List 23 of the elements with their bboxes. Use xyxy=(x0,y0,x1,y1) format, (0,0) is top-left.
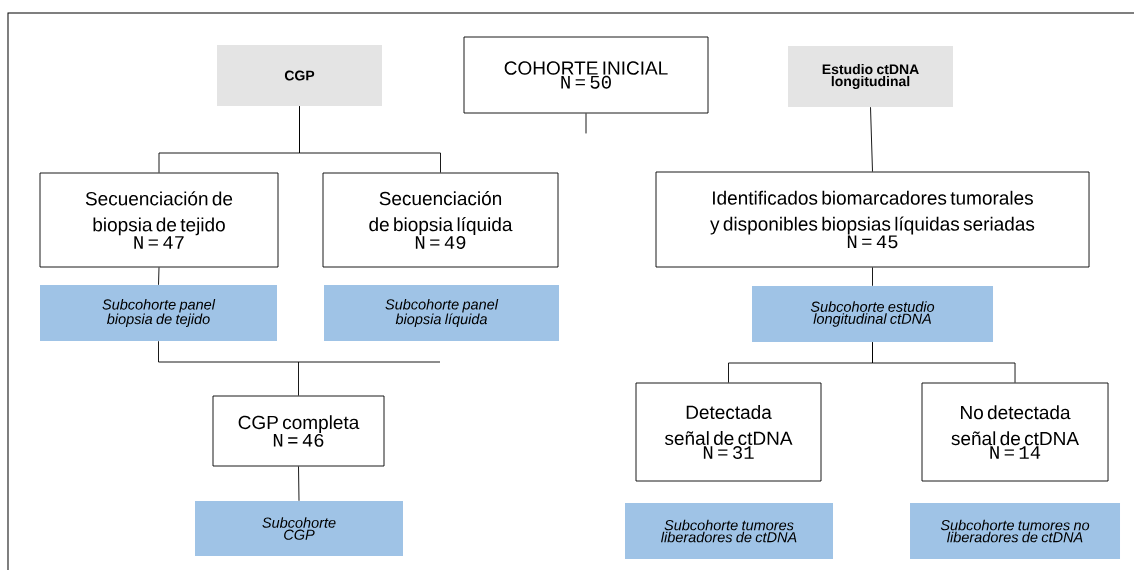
connector-line xyxy=(158,340,441,396)
flow-box: Detectada señal de ctDNA N = 31 xyxy=(635,382,822,482)
flow-box: COHORTE INICIAL N = 50 xyxy=(463,36,709,114)
flow-box: No detectada señal de ctDNA N = 14 xyxy=(921,382,1109,482)
connector-line xyxy=(872,341,1016,383)
subcohort-box: Subcohorte estudio longitudinal ctDNA xyxy=(752,286,993,342)
subcohort-box: Subcohorte tumores liberadores de ctDNA xyxy=(625,503,833,559)
flow-box: Identificados biomarcadores tumorales y disponibles biopsias líquidas seriadas N = 45 xyxy=(655,171,1090,268)
header-box: Estudio ctDNA longitudinal xyxy=(788,46,953,107)
connector-line xyxy=(585,113,587,134)
flow-box: Secuenciación de biopsia líquida N = 49 xyxy=(322,172,559,268)
header-box: CGP xyxy=(217,45,382,106)
connector-line xyxy=(299,105,441,173)
connector-line xyxy=(298,466,300,502)
flow-box: CGP completa N = 46 xyxy=(212,395,385,467)
subcohort-box: Subcohorte CGP xyxy=(195,501,403,556)
flow-box: Secuenciación de biopsia de tejido N = 47 xyxy=(39,172,279,268)
subcohort-box: Subcohorte panel biopsia líquida xyxy=(324,285,559,341)
subcohort-box: Subcohorte tumores no liberadores de ctDNA xyxy=(910,503,1120,559)
connector-line xyxy=(870,106,873,172)
connector-line xyxy=(158,267,160,286)
connector-line xyxy=(872,267,873,287)
subcohort-box: Subcohorte panel biopsia de tejido xyxy=(40,285,277,341)
